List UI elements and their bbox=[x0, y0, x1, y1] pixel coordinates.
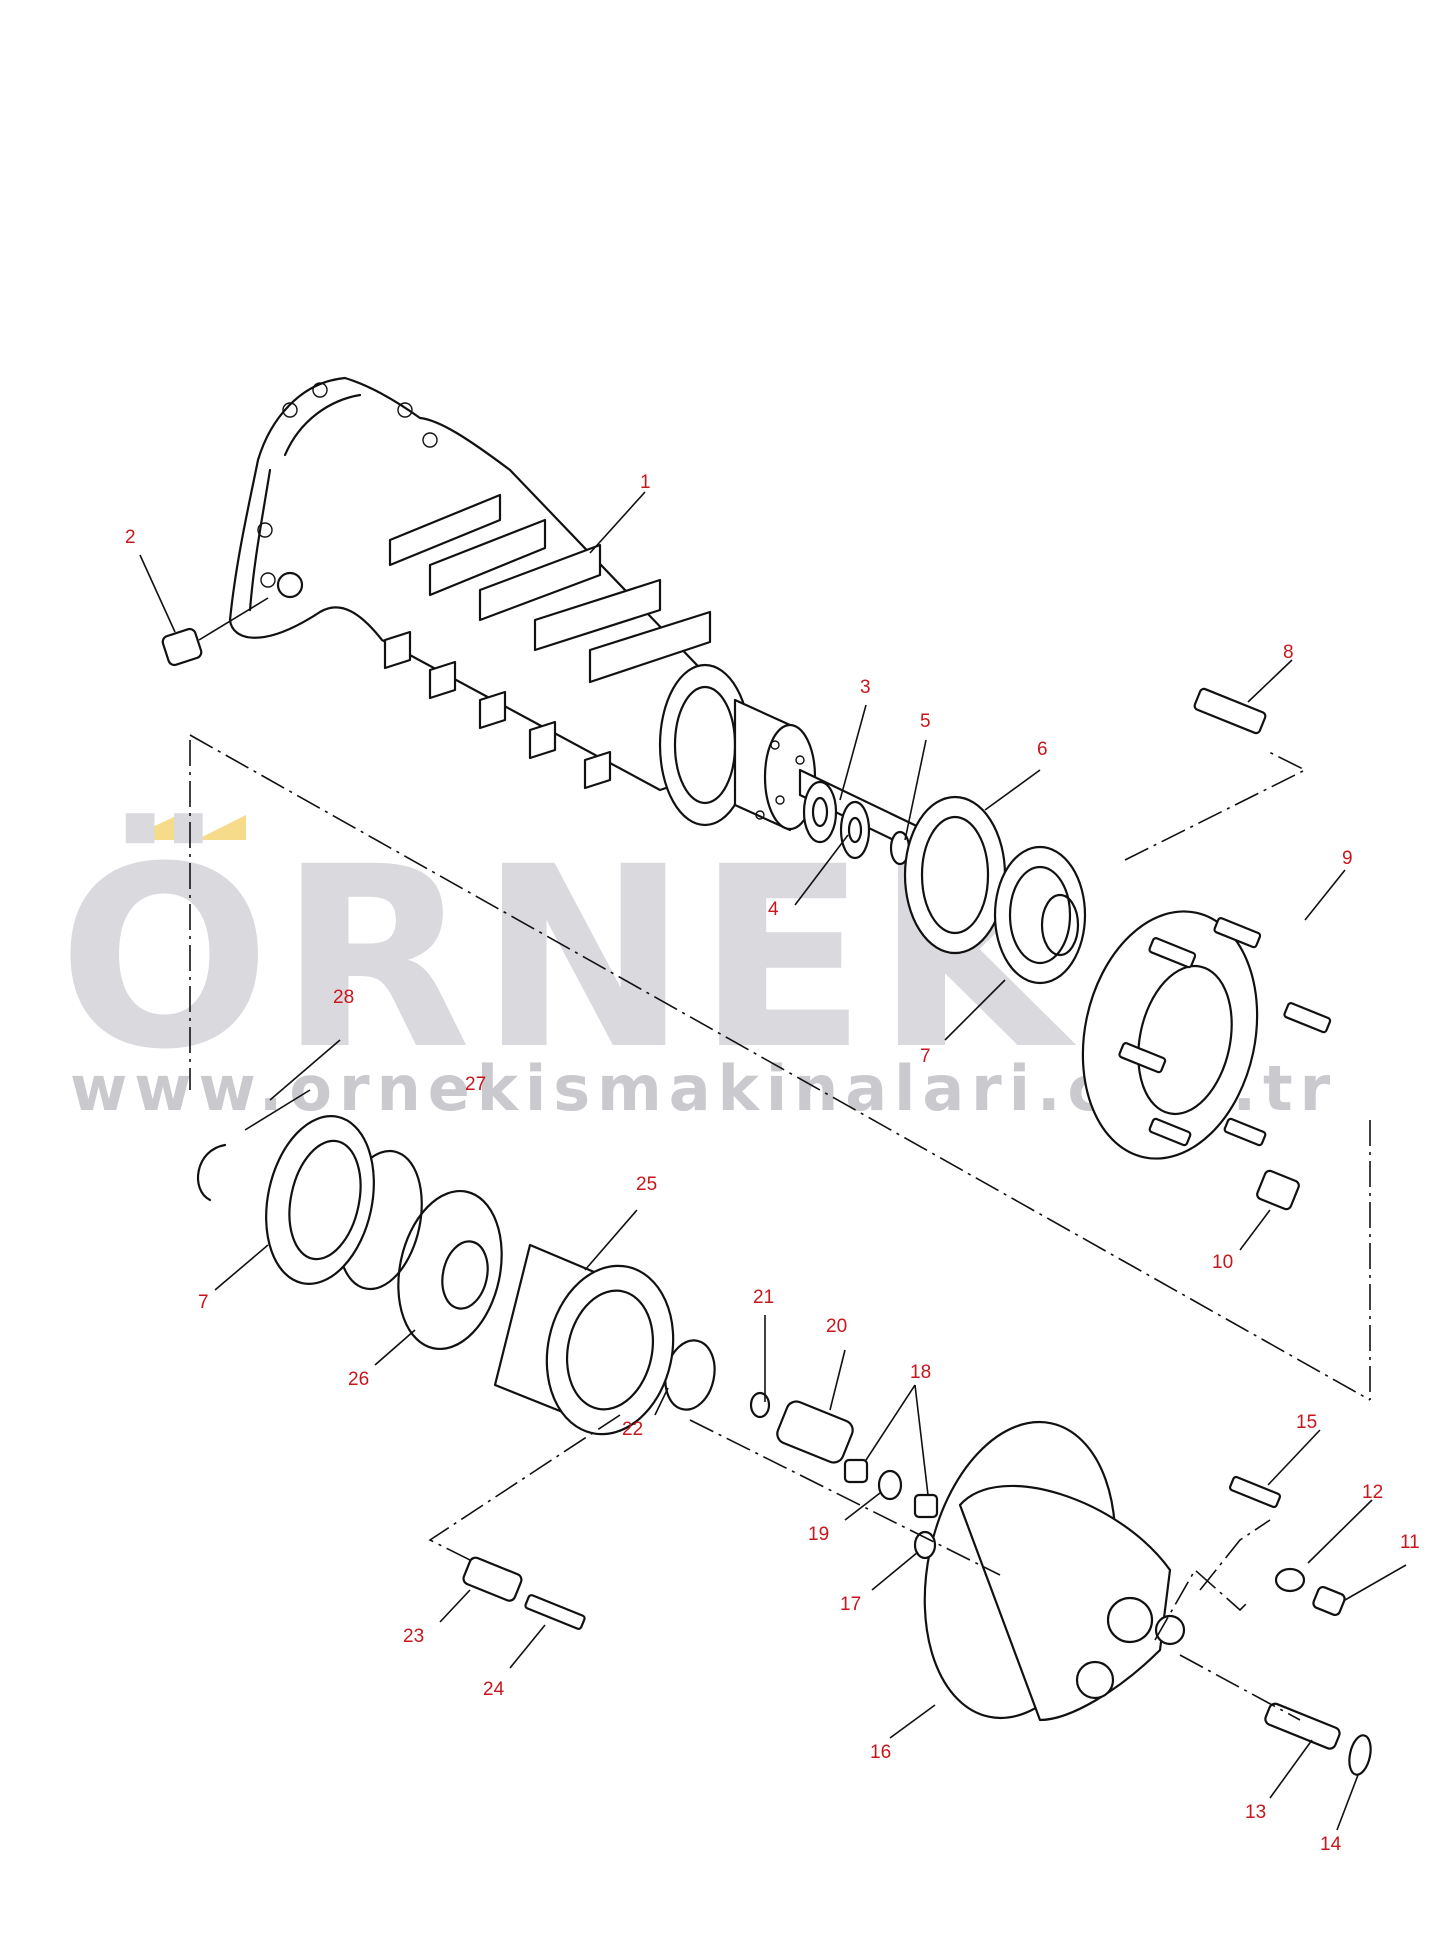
part-label-28: 28 bbox=[333, 987, 354, 1008]
part-28-circlip bbox=[196, 1143, 227, 1202]
part-label-10: 10 bbox=[1212, 1252, 1233, 1273]
part-label-12: 12 bbox=[1362, 1482, 1383, 1503]
part-label-13: 13 bbox=[1245, 1802, 1266, 1823]
part-label-4: 4 bbox=[768, 899, 779, 920]
part-labels: 1 2 3 4 5 6 7 7 8 9 10 11 12 13 14 15 16… bbox=[125, 472, 1420, 1855]
part-20-planet-gear bbox=[776, 1400, 854, 1464]
part-18-needle-rollers bbox=[843, 1458, 939, 1519]
part-17-thrust-washer bbox=[913, 1530, 937, 1560]
part-label-1: 1 bbox=[640, 472, 651, 493]
part-23-planet-pin bbox=[462, 1556, 523, 1602]
part-4-seal bbox=[839, 800, 871, 860]
part-2-drain-plug bbox=[161, 597, 269, 667]
part-label-17: 17 bbox=[840, 1594, 861, 1615]
part-label-2: 2 bbox=[125, 527, 136, 548]
part-14-o-ring bbox=[1348, 1734, 1372, 1776]
part-label-26: 26 bbox=[348, 1369, 369, 1390]
part-label-24: 24 bbox=[483, 1679, 505, 1700]
part-8-wheel-stud bbox=[1193, 687, 1267, 735]
part-label-8: 8 bbox=[1283, 642, 1294, 663]
part-label-5: 5 bbox=[920, 711, 931, 732]
assembly-lines bbox=[189, 734, 1371, 1721]
part-label-15: 15 bbox=[1296, 1412, 1317, 1433]
part-label-7-upper: 7 bbox=[920, 1046, 931, 1067]
part-15-bolt bbox=[1229, 1475, 1281, 1509]
part-label-22: 22 bbox=[622, 1419, 643, 1440]
part-label-23: 23 bbox=[403, 1626, 424, 1647]
part-21-circlip bbox=[749, 1391, 771, 1419]
part-7-bearing-upper bbox=[993, 845, 1087, 985]
part-24-screw bbox=[524, 1594, 586, 1630]
part-label-3: 3 bbox=[860, 677, 871, 698]
part-16-planet-carrier-cover bbox=[923, 1420, 1186, 1722]
part-label-19: 19 bbox=[808, 1524, 829, 1545]
part-label-14: 14 bbox=[1320, 1834, 1342, 1855]
part-label-25: 25 bbox=[636, 1174, 657, 1195]
part-9-wheel-hub bbox=[1081, 910, 1332, 1160]
watermark-accent-right bbox=[196, 815, 246, 840]
part-label-18: 18 bbox=[910, 1362, 931, 1383]
part-13-pin bbox=[1264, 1702, 1341, 1750]
axle-housing bbox=[228, 376, 927, 857]
part-label-11: 11 bbox=[1400, 1532, 1420, 1553]
part-10-wheel-nut bbox=[1256, 1169, 1300, 1211]
part-label-6: 6 bbox=[1037, 739, 1048, 760]
part-11-plug bbox=[1312, 1585, 1346, 1617]
part-label-27: 27 bbox=[465, 1074, 486, 1095]
watermark-accent-left bbox=[125, 815, 178, 840]
part-label-16: 16 bbox=[870, 1742, 891, 1763]
part-26-gear-hub bbox=[397, 1189, 503, 1351]
part-label-9: 9 bbox=[1342, 848, 1353, 869]
part-label-21: 21 bbox=[753, 1287, 774, 1308]
part-19-washer bbox=[877, 1469, 903, 1501]
part-7-bearing-lower bbox=[265, 1115, 375, 1285]
part-25-ring-gear bbox=[493, 1243, 675, 1436]
part-12-washer bbox=[1274, 1567, 1306, 1593]
part-label-7-lower: 7 bbox=[198, 1292, 209, 1313]
leader-lines bbox=[139, 491, 1407, 1831]
part-6-oil-seal bbox=[903, 795, 1007, 955]
part-label-20: 20 bbox=[826, 1316, 847, 1337]
part-3-spacer bbox=[802, 780, 838, 844]
